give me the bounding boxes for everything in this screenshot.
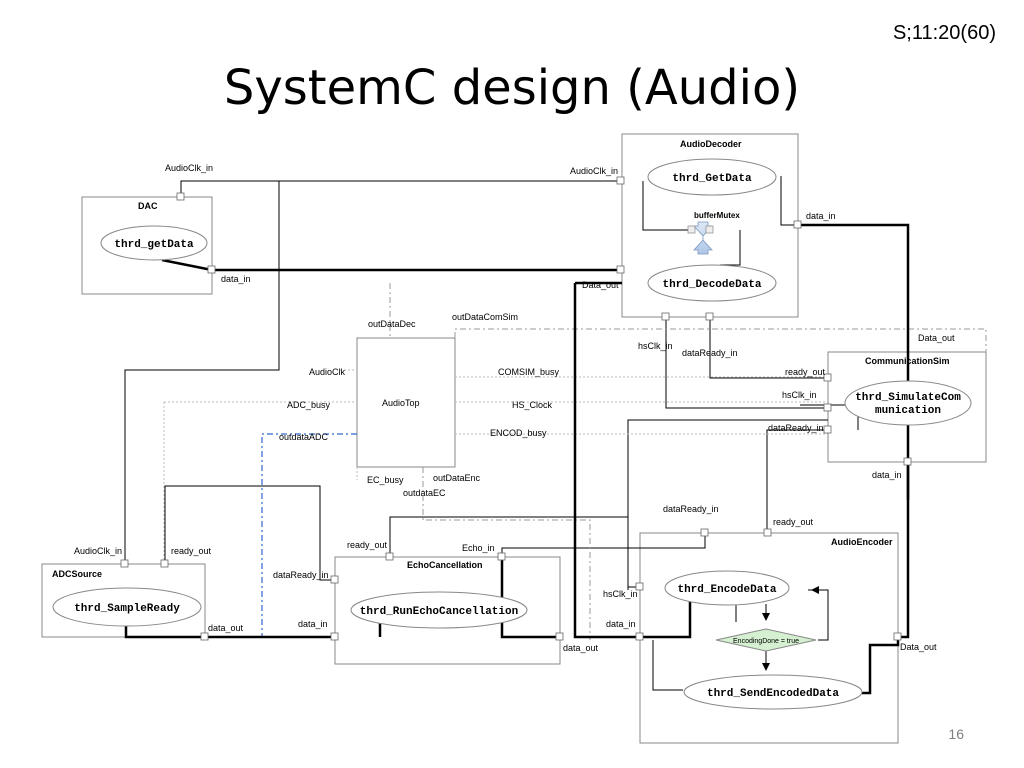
encoder-encode-thread: thrd_EncodeData [664,570,790,606]
port-top-outdata-ec: outdataEC [403,488,446,498]
comsim-thread: thrd_SimulateCom munication [844,380,972,426]
adc-source-name: ADCSource [52,569,102,579]
dac-module [81,196,213,295]
port-enc-ready-out: ready_out [773,517,814,527]
slide-title: SystemC design (Audio) [223,60,801,116]
port-comsim-dataready-in: dataReady_in [768,423,824,433]
dac-thread-label: thrd_getData [114,239,194,251]
dac-name: DAC [138,201,158,211]
port-top-outdata-adc: outdataADC [279,432,329,442]
port-ec-data-out: data_out [563,643,599,653]
encoding-condition-label: EncodingDone = true [733,638,799,645]
decoder-decode-thread: thrd_DecodeData [647,264,777,302]
encoder-encode-label: thrd_EncodeData [677,584,776,596]
port-out-data-dec: outDataDec [368,319,416,329]
port-markers [120,176,912,641]
port-enc-hsclk-in: hsClk_in [603,589,638,599]
audio-decoder-name: AudioDecoder [680,139,742,149]
audio-top-name: AudioTop [382,398,420,408]
port-comsim-ready-out: ready_out [785,367,826,377]
port-enc-data-in: data_in [606,619,636,629]
comsim-thread-line1: thrd_SimulateCom [855,392,961,404]
encoder-send-label: thrd_SendEncodedData [707,688,839,700]
slide-tag: S;11:20(60) [892,22,996,44]
port-enc-data-out: Data_out [900,642,937,652]
buffer-mutex: bufferMutex [687,211,740,255]
port-dac-data-in: data_in [221,274,251,284]
port-ec-echo-in: Echo_in [462,543,495,553]
port-top-audioclk: AudioClk [309,367,346,377]
dashdot-connections [389,283,987,640]
port-top-adc-busy: ADC_busy [287,400,331,410]
port-top-hs-clock: HS_Clock [512,400,553,410]
thick-data-connections [124,223,910,695]
port-decoder-data-out: Data_out [582,280,619,290]
port-top-outdata-enc: outDataEnc [433,473,481,483]
adc-thread: thrd_SampleReady [52,587,202,627]
port-audioclk-in-top: AudioClk_in [165,163,213,173]
adc-thread-label: thrd_SampleReady [74,603,180,615]
port-top-ec-busy: EC_busy [367,475,404,485]
dotted-connections [163,369,828,564]
decoder-getdata-thread: thrd_GetData [647,158,777,196]
port-adc-ready-out: ready_out [171,546,212,556]
encoder-send-thread: thrd_SendEncodedData [683,674,863,710]
port-ec-dataready-in: dataReady_in [273,570,329,580]
port-top-comsim-busy: COMSIM_busy [498,367,560,377]
echo-cancellation-module [334,556,561,665]
buffer-mutex-label: bufferMutex [694,211,740,220]
echo-cancellation-name: EchoCancellation [407,560,483,570]
ec-thread-label: thrd_RunEchoCancellation [360,606,518,618]
port-audioclk-in-decoder: AudioClk_in [570,166,618,176]
page-number: 16 [948,726,964,742]
outdata-adc-line [205,433,357,638]
port-adc-data-out: data_out [208,623,244,633]
ec-thread: thrd_RunEchoCancellation [350,591,528,629]
decoder-decode-label: thrd_DecodeData [662,279,761,291]
port-adc-audioclk-in: AudioClk_in [74,546,122,556]
port-top-encod-busy: ENCOD_busy [490,428,547,438]
port-ec-ready-out: ready_out [347,540,388,550]
port-decoder-data-in: data_in [806,211,836,221]
dac-thread: thrd_getData [100,225,208,261]
port-comsim-hsclk-in: hsClk_in [782,390,817,400]
decoder-getdata-label: thrd_GetData [672,173,752,185]
audio-encoder-name: AudioEncoder [831,537,893,547]
port-enc-dataready-in: dataReady_in [663,504,719,514]
encoding-condition: EncodingDone = true [715,628,817,652]
port-hsclk-in-left: hsClk_in [638,341,673,351]
port-dataready-in-decoder: dataReady_in [682,348,738,358]
port-ec-data-in: data_in [298,619,328,629]
port-comsim-data-out: Data_out [918,333,955,343]
thin-connections [124,176,859,691]
port-out-data-comsim: outDataComSim [452,312,518,322]
port-comsim-data-in: data_in [872,470,902,480]
comsim-thread-line2: munication [875,405,941,417]
